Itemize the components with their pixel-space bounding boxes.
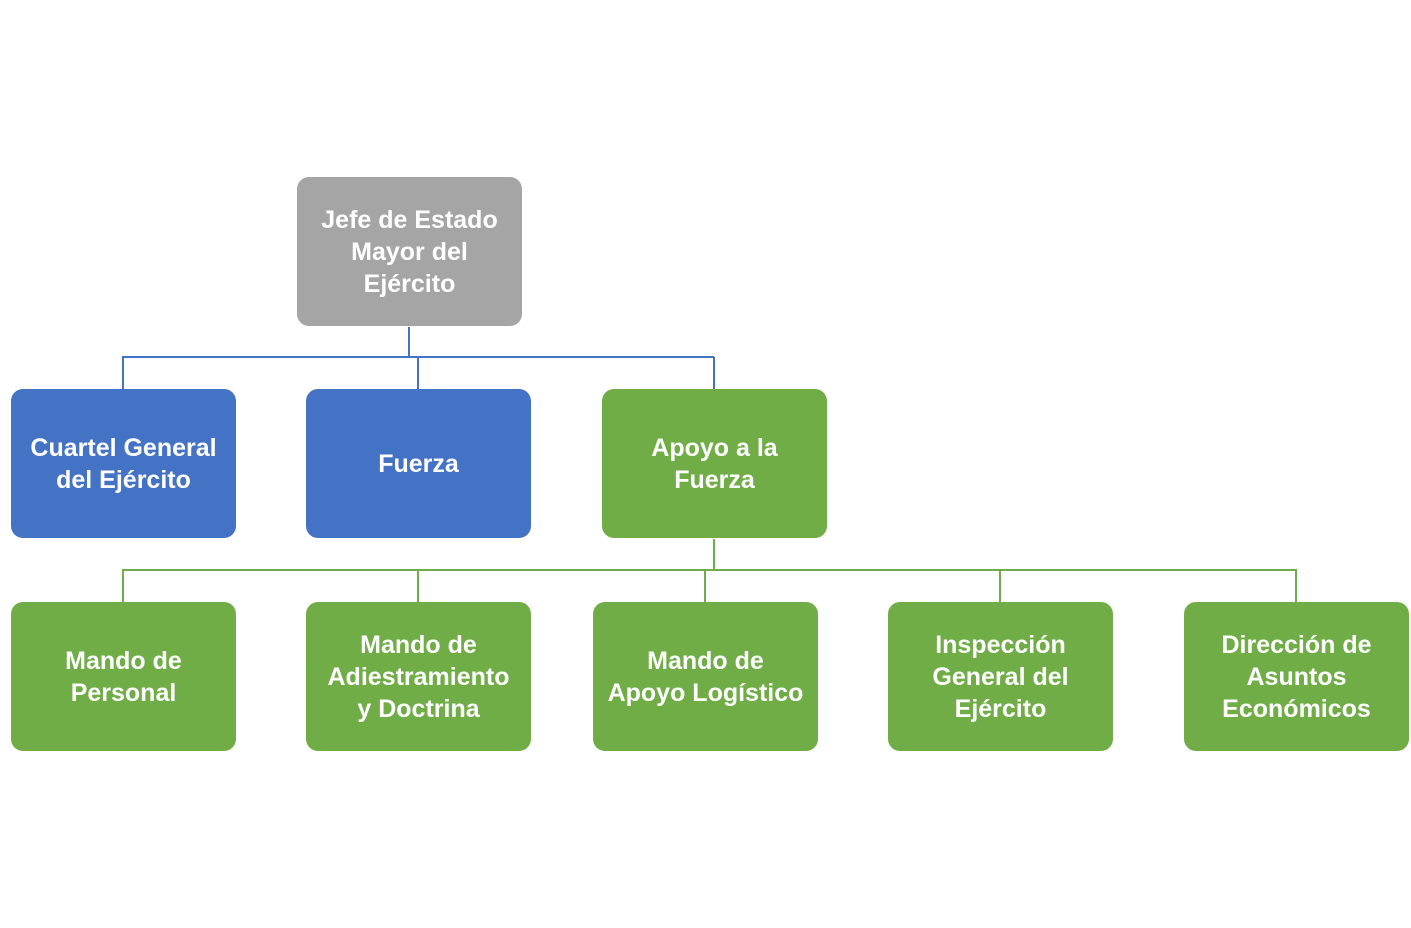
node-jefe-estado-mayor: Jefe de Estado Mayor del Ejército	[297, 177, 522, 326]
node-fuerza: Fuerza	[306, 389, 531, 538]
node-mando-apoyo-logistico: Mando de Apoyo Logístico	[593, 602, 818, 751]
node-cuartel-general: Cuartel General del Ejército	[11, 389, 236, 538]
node-mando-adiestramiento: Mando de Adiestramiento y Doctrina	[306, 602, 531, 751]
node-mando-personal: Mando de Personal	[11, 602, 236, 751]
node-inspeccion-general: Inspección General del Ejército	[888, 602, 1113, 751]
node-apoyo-fuerza: Apoyo a la Fuerza	[602, 389, 827, 538]
node-direccion-asuntos-economicos: Dirección de Asuntos Económicos	[1184, 602, 1409, 751]
